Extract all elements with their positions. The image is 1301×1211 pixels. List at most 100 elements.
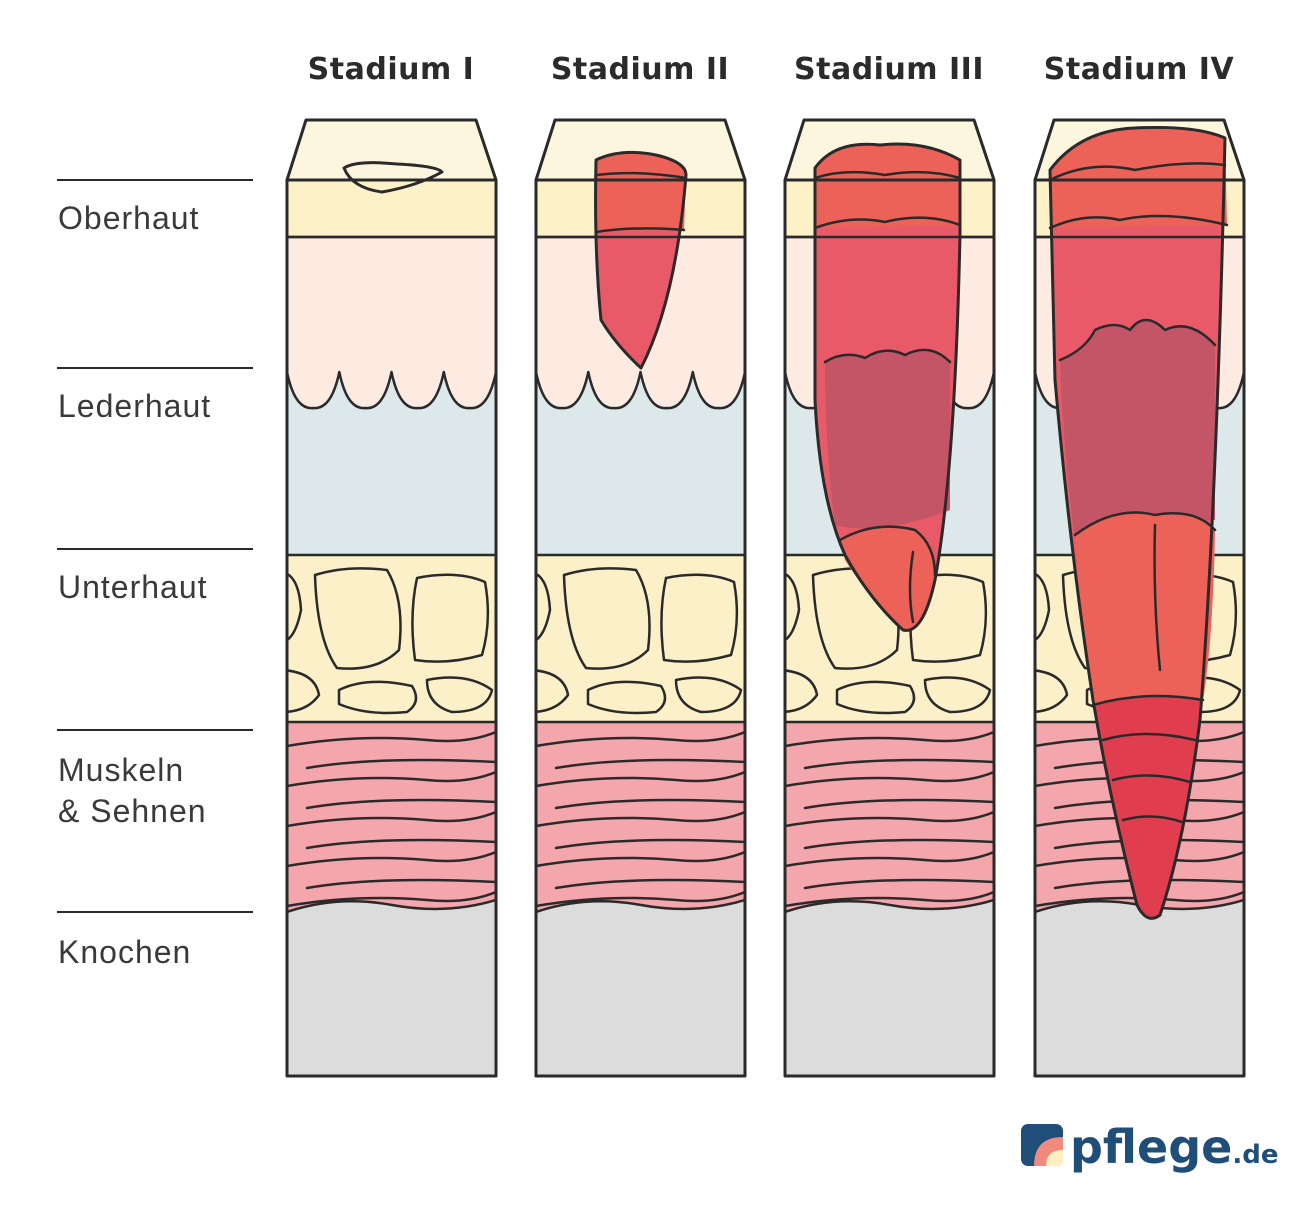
wound-redness: [342, 161, 444, 194]
fat-cell-2: [660, 573, 739, 663]
stage-title-1: Stadium I: [308, 52, 475, 87]
wound-line-2: [1048, 214, 1229, 230]
muscle-fiber-1: [536, 730, 745, 748]
wound-line-4: [1073, 511, 1217, 537]
layer-label-unterhaut: Unterhaut: [58, 569, 208, 605]
dermis-boundary: [287, 235, 496, 410]
column-3-layers: [785, 120, 994, 1076]
layer-labels: Oberhaut Lederhaut Unterhaut Muskeln & S…: [58, 200, 211, 970]
layer-label-lederhaut: Lederhaut: [58, 388, 211, 424]
fat-cell-4: [923, 676, 992, 714]
column-stage-2: [534, 118, 747, 1078]
layer-label-oberhaut: Oberhaut: [58, 200, 199, 236]
wound-epidermis: [815, 144, 960, 228]
column-stage-3: [783, 118, 996, 1078]
stage-title-4: Stadium IV: [1044, 52, 1235, 87]
wound-line-3: [1058, 318, 1217, 362]
muscle-fiber-6: [554, 838, 745, 850]
wound-epidermis: [596, 152, 686, 232]
muscle-fiber-8: [803, 878, 994, 890]
fat-cell-4: [674, 676, 743, 714]
column-4-layers: [1035, 120, 1244, 1076]
wound-line-2: [813, 216, 962, 230]
wound-line-5: [1153, 523, 1162, 672]
wound-stage-4: [1048, 125, 1229, 920]
wound-dermis-dark: [1060, 320, 1215, 540]
bone-layer: [287, 900, 496, 1076]
column-stage-1: [285, 118, 498, 1078]
column-outline: [783, 178, 996, 1078]
fat-cell-1: [562, 567, 651, 670]
wound-line-7: [1101, 732, 1197, 742]
wound-stage-1: [342, 161, 444, 194]
muscle-fiber-4: [554, 798, 745, 810]
bone-boundary: [536, 898, 745, 914]
column-outline: [534, 178, 747, 1078]
fat-cell-5: [1035, 570, 1051, 644]
wound-fat-part: [1075, 512, 1215, 705]
muscle-fiber-1: [785, 730, 994, 748]
stage-title-3: Stadium III: [794, 52, 984, 87]
muscle-fiber-3: [536, 770, 745, 788]
bone-layer: [1035, 900, 1244, 1076]
wound-line-6: [1091, 694, 1205, 707]
muscle-fiber-4: [803, 798, 994, 810]
wound-line-3: [823, 348, 952, 364]
wound-line-2: [594, 227, 686, 234]
brand-logo-icon: [1021, 1124, 1063, 1166]
layer-guides: [57, 179, 253, 913]
fat-cell-1: [313, 567, 402, 670]
column-top-outline: [285, 118, 498, 182]
fat-cell-5: [536, 570, 552, 644]
column-stage-4: [1033, 118, 1246, 1078]
bone-boundary: [785, 898, 994, 914]
dermis-layer: [287, 237, 496, 409]
muscle-fiber-2: [554, 758, 745, 770]
fat-cell-5: [287, 570, 303, 644]
brand-wordmark: pflege.de: [1070, 1120, 1278, 1174]
wound-stage-3: [813, 142, 962, 632]
muscle-fiber-7: [287, 850, 496, 868]
column-top-outline: [1033, 118, 1246, 182]
muscle-fiber-2: [803, 758, 994, 770]
wound-line-5: [908, 550, 915, 624]
bone-layer: [536, 900, 745, 1076]
layer-label-muskeln: Muskeln: [58, 752, 184, 788]
fat-layer: [287, 555, 496, 722]
column-outline: [285, 178, 498, 1078]
muscle-fiber-5: [536, 810, 745, 828]
epidermis-surface: [287, 120, 496, 180]
fat-cell-3: [337, 680, 418, 715]
column-top-outline: [534, 118, 747, 182]
fat-cell-5: [785, 570, 801, 644]
muscle-fiber-3: [785, 770, 994, 788]
fat-layer: [536, 555, 745, 722]
muscle-fiber-7: [785, 850, 994, 868]
layer-label-knochen: Knochen: [58, 934, 191, 970]
column-1-layers: [287, 120, 496, 1076]
wound-line-9: [1121, 815, 1184, 824]
muscle-fiber-8: [305, 878, 496, 890]
muscle-fiber-5: [287, 810, 496, 828]
wound-muscle-part: [1093, 696, 1203, 919]
fat-cell-6: [287, 668, 321, 714]
wound-outline: [1048, 125, 1227, 920]
muscle-fiber-6: [803, 838, 994, 850]
muscle-fiber-5: [785, 810, 994, 828]
muscle-fiber-9: [287, 890, 496, 908]
bone-layer: [785, 900, 994, 1076]
muscle-fiber-3: [287, 770, 496, 788]
wound-stage-2: [594, 150, 688, 370]
layer-label-sehnen: & Sehnen: [58, 793, 207, 829]
stage-title-2: Stadium II: [551, 52, 729, 87]
wound-epidermis: [1050, 127, 1227, 228]
tissue-columns: [285, 118, 1246, 1078]
muscle-fiber-9: [536, 890, 745, 908]
bone-boundary: [287, 898, 496, 914]
fat-cell-4: [425, 676, 494, 714]
muscle-fiber-4: [305, 798, 496, 810]
fat-cell-6: [536, 668, 570, 714]
wound-line-1: [1048, 162, 1227, 182]
